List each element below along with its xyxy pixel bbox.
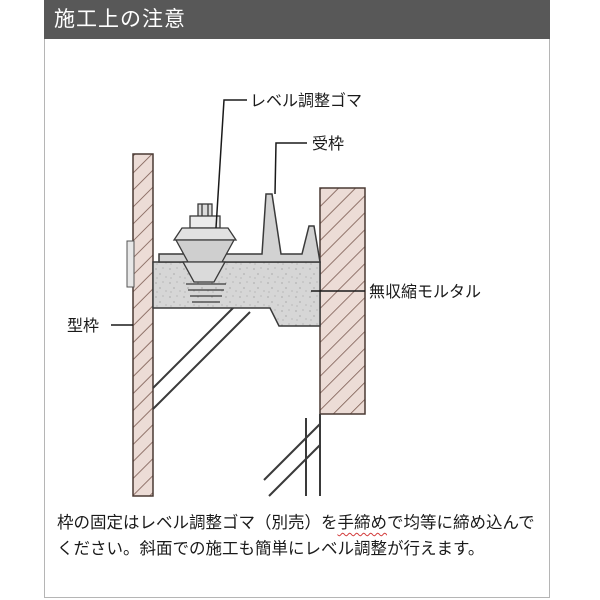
page-title: 施工上の注意 [54, 7, 186, 31]
level-adjuster [172, 203, 238, 303]
left-formwork-wall [132, 153, 154, 497]
right-concrete-wall [319, 187, 366, 415]
caption-text: 枠の固定はレベル調整ゴマ（別売）を手締めで均等に締め込んでください。斜面での施工… [57, 510, 549, 562]
diagonal-support [152, 304, 321, 497]
label-mortar: 無収縮モルタル [369, 282, 481, 301]
receiving-frame-shape [158, 193, 321, 263]
panel-header: 施工上の注意 [44, 0, 550, 39]
label-receiving-frame: 受枠 [312, 134, 344, 153]
label-formwork: 型枠 [67, 316, 99, 335]
caption-highlight: 手締め [337, 513, 388, 532]
caption-part1: 枠の固定はレベル調整ゴマ（別売）を [57, 513, 338, 532]
caption-part2: で均等に締め込んでください。斜面での施工も簡単にレベル調整が行えます。 [57, 513, 535, 558]
mortar-body [152, 261, 321, 327]
wall-bracket [126, 240, 135, 288]
label-level-rubber: レベル調整ゴマ [250, 91, 362, 110]
leader-lines [111, 99, 365, 326]
